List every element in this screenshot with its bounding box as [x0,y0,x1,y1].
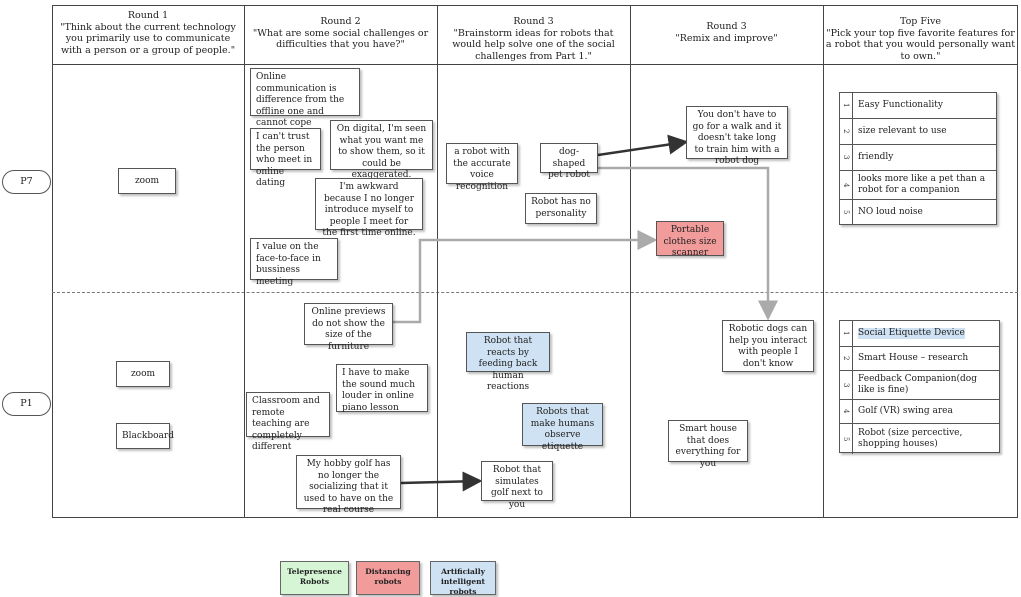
topfive-item: Golf (VR) swing area [858,406,953,416]
p7-round1-card: zoom [118,168,176,194]
topfive-number: 4 [840,171,853,199]
topfive-row: 4 Golf (VR) swing area [840,400,999,424]
topfive-number: 1 [840,321,853,346]
column-header-round3: Round 3 "Brainstorm ideas for robots tha… [439,16,628,62]
header-divider [52,64,1018,65]
p1-round3-card-ai: Robot that reacts by feeding back human … [466,332,550,392]
p1-topfive-list: 1 Social Etiquette Device 2 Smart House – … [839,320,1000,454]
p7-round3-card: Robot has no personality [525,193,597,224]
column-title: Top Five [899,16,942,27]
p1-round2-card: Online previews do not show the size of … [304,303,393,352]
topfive-row: 5 NO loud noise [840,200,996,224]
column-prompt: "Pick your top five favorite features fo… [825,27,1016,62]
topfive-number: 2 [840,347,853,370]
p1-remix-card: Smart house that does everything for you [668,420,748,469]
participant-label-p1: P1 [2,392,51,416]
p7-round3-card: a robot with the accurate voice recognit… [446,143,518,192]
topfive-item: looks more like a pet than a robot for a… [858,174,986,195]
topfive-item: Social Etiquette Device [858,328,965,339]
p7-round2-card: I value on the face-to-face in bussiness… [250,238,338,287]
column-divider [244,5,245,518]
p7-round3-card: dog-shaped pet robot [540,143,598,180]
p1-round3-card-ai: Robots that make humans observe etiquett… [522,403,603,452]
p7-round2-card: On digital, I'm seen what you want me to… [330,120,433,180]
topfive-row: 3 friendly [840,145,996,171]
topfive-item: Easy Functionality [858,100,943,110]
column-prompt: "Remix and improve" [675,32,778,44]
topfive-row: 1 Easy Functionality [840,93,996,119]
legend-ai: Artificially intelligent robots [430,561,496,596]
topfive-row: 2 Smart House – research [840,347,999,371]
p7-remix-card-distancing: Portable clothes size scanner [656,221,724,258]
column-prompt: "Brainstorm ideas for robots that would … [452,27,615,62]
topfive-item: Feedback Companion(dog like is fine) [858,374,977,395]
p1-round3-card: Robot that simulates golf next to you [481,461,553,510]
p1-round1-card: Blackboard [116,423,174,449]
topfive-number: 3 [840,371,853,399]
column-title: Round 2 [320,16,361,27]
topfive-number: 2 [840,119,853,144]
column-header-remix: Round 3 "Remix and improve" [632,21,821,44]
column-header-topfive: Top Five "Pick your top five favorite fe… [825,16,1016,62]
p1-round2-card: I have to make the sound much louder in … [336,364,428,413]
topfive-item: friendly [858,152,894,162]
column-prompt: "What are some social challenges or diff… [252,27,429,51]
column-header-round2: Round 2 "What are some social challenges… [246,16,435,51]
p1-round2-card: My hobby golf has no longer the socializ… [296,455,401,515]
topfive-number: 3 [840,145,853,170]
p1-round1-card: zoom [116,361,170,387]
p7-topfive-list: 1 Easy Functionality 2 size relevant to us… [839,92,997,225]
topfive-number: 4 [840,400,853,423]
topfive-item: Robot (size percective, shopping houses) [858,428,963,449]
topfive-item: size relevant to use [858,126,947,136]
column-header-round1: Round 1 "Think about the current technol… [54,10,242,56]
p7-remix-card: You don't have to go for a walk and it d… [686,106,788,166]
column-divider [823,5,824,518]
topfive-item-cell: Social Etiquette Device [853,321,999,346]
topfive-row: 1 Social Etiquette Device [840,321,999,347]
column-divider [630,5,631,518]
participant-label-p7: P7 [2,170,51,194]
p7-round2-card: I'm awkward because I no longer introduc… [315,178,423,238]
column-divider [437,5,438,518]
topfive-item: Smart House – research [858,353,969,363]
column-title: Round 1 [127,10,169,21]
legend-distancing: Distancing robots [356,561,420,595]
p1-round2-card: Classroom and remote teaching are comple… [246,392,330,452]
legend-telepresence: Telepresence Robots [280,561,349,595]
participant-divider [52,292,1018,293]
topfive-number: 5 [840,424,853,454]
topfive-number: 5 [840,200,853,224]
topfive-row: 2 size relevant to use [840,119,996,145]
p1-remix-card: Robotic dogs can help you interact with … [722,320,814,372]
topfive-item: NO loud noise [858,206,923,217]
p7-round2-card: Online communication is difference from … [250,68,360,128]
p7-round2-card: I can't trust the person who meet in onl… [250,128,321,188]
column-prompt: "Think about the current technology you … [60,21,236,56]
column-title: Round 3 [706,21,747,32]
column-title: Round 3 [513,16,554,27]
board-frame [52,5,1018,518]
topfive-number: 1 [840,93,853,118]
